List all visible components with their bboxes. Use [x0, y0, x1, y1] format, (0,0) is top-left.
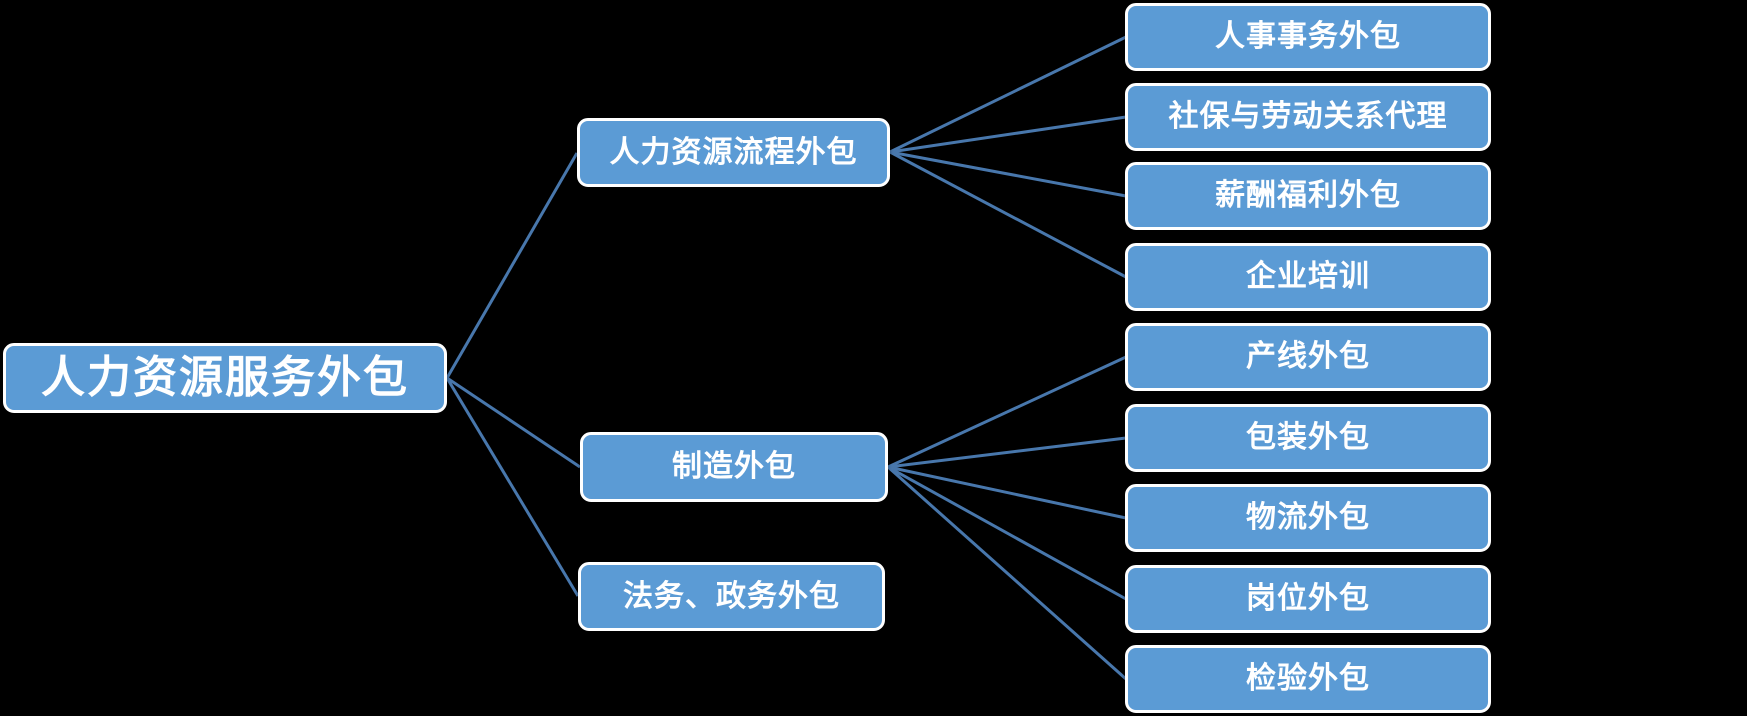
connector-hr-to-training: [889, 150, 1127, 279]
root-node-hr-service-outsourcing: 人力资源服务外包: [3, 343, 447, 413]
connector-hr-to-payroll: [889, 150, 1127, 198]
connector-hr-to-personnel: [889, 35, 1127, 154]
branch-node-hr-process-outsourcing: 人力资源流程外包: [577, 118, 890, 187]
connector-mfg-to-inspection: [887, 465, 1127, 681]
connector-mfg-to-logistics: [887, 465, 1127, 520]
connector-root-to-manufacturing: [446, 376, 581, 469]
connector-mfg-to-production-line: [887, 355, 1127, 469]
connector-root-to-legal: [445, 377, 580, 597]
leaf-node-production-line: 产线外包: [1125, 323, 1491, 391]
leaf-node-social-security-labor-relations: 社保与劳动关系代理: [1125, 83, 1491, 151]
connector-mfg-to-packaging: [887, 436, 1127, 469]
leaf-node-corporate-training: 企业培训: [1125, 243, 1491, 311]
connector-hr-to-social-security: [889, 115, 1127, 154]
leaf-node-inspection: 检验外包: [1125, 645, 1491, 713]
leaf-node-packaging: 包装外包: [1125, 404, 1491, 472]
leaf-node-logistics: 物流外包: [1125, 484, 1491, 552]
leaf-node-personnel-affairs: 人事事务外包: [1125, 3, 1491, 71]
leaf-node-position: 岗位外包: [1125, 565, 1491, 633]
branch-node-manufacturing-outsourcing: 制造外包: [580, 432, 888, 502]
leaf-node-payroll-benefits: 薪酬福利外包: [1125, 162, 1491, 230]
connector-mfg-to-position: [887, 465, 1127, 601]
connector-root-to-hr-process: [445, 152, 579, 379]
branch-node-legal-government-outsourcing: 法务、政务外包: [578, 562, 885, 631]
